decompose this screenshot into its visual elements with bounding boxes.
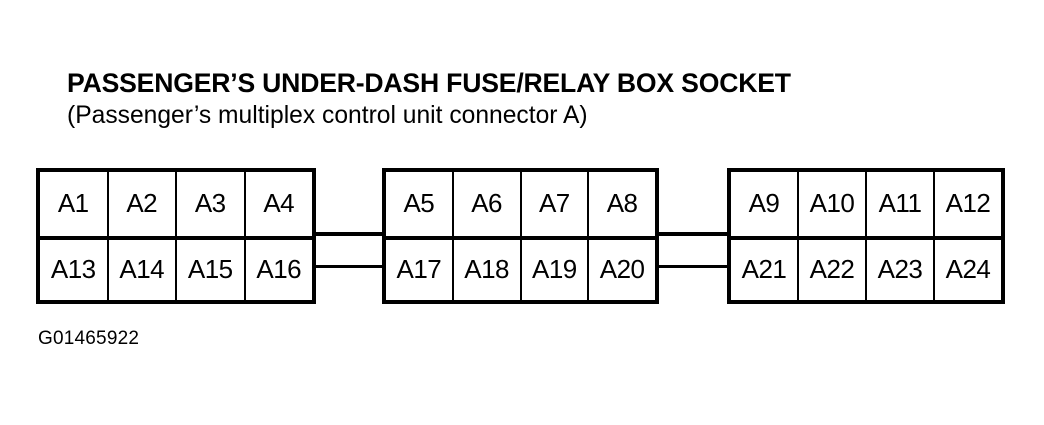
socket-cell-a3[interactable]: A3 xyxy=(175,172,244,236)
socket-cell-a13[interactable]: A13 xyxy=(40,240,107,300)
connector-block-3[interactable]: A9 A10 A11 A12 A21 A22 A23 A24 xyxy=(727,168,1005,304)
socket-cell-a4[interactable]: A4 xyxy=(243,172,312,236)
socket-cell-a8[interactable]: A8 xyxy=(587,172,655,236)
page-title: PASSENGER’S UNDER-DASH FUSE/RELAY BOX SO… xyxy=(67,68,791,98)
socket-cell-a20[interactable]: A20 xyxy=(587,240,655,300)
socket-cell-a1[interactable]: A1 xyxy=(40,172,107,236)
connector-block-3-top-row: A9 A10 A11 A12 xyxy=(731,172,1001,236)
socket-cell-a24[interactable]: A24 xyxy=(933,240,1001,300)
socket-cell-a14[interactable]: A14 xyxy=(106,240,175,300)
connector-block-1-bottom-row: A13 A14 A15 A16 xyxy=(40,236,312,300)
socket-cell-a11[interactable]: A11 xyxy=(865,172,933,236)
socket-cell-a6[interactable]: A6 xyxy=(451,172,520,236)
connector-block-2-top-row: A5 A6 A7 A8 xyxy=(386,172,655,236)
connector-block-1-top-row: A1 A2 A3 A4 xyxy=(40,172,312,236)
socket-cell-a22[interactable]: A22 xyxy=(797,240,865,300)
socket-cell-a10[interactable]: A10 xyxy=(797,172,865,236)
socket-cell-a19[interactable]: A19 xyxy=(519,240,588,300)
bridge-1-lower-line xyxy=(300,265,396,268)
socket-cell-a2[interactable]: A2 xyxy=(106,172,175,236)
page-subtitle: (Passenger’s multiplex control unit conn… xyxy=(67,101,588,129)
connector-block-3-bottom-row: A21 A22 A23 A24 xyxy=(731,236,1001,300)
title-block: PASSENGER’S UNDER-DASH FUSE/RELAY BOX SO… xyxy=(67,68,1007,130)
connector-block-2-bottom-row: A17 A18 A19 A20 xyxy=(386,236,655,300)
connector-block-2[interactable]: A5 A6 A7 A8 A17 A18 A19 A20 xyxy=(382,168,659,304)
connector-block-1[interactable]: A1 A2 A3 A4 A13 A14 A15 A16 xyxy=(36,168,316,304)
socket-cell-a9[interactable]: A9 xyxy=(731,172,797,236)
socket-cell-a21[interactable]: A21 xyxy=(731,240,797,300)
socket-cell-a12[interactable]: A12 xyxy=(933,172,1001,236)
bridge-2-lower-line xyxy=(645,265,741,268)
socket-cell-a17[interactable]: A17 xyxy=(386,240,452,300)
figure-caption: G01465922 xyxy=(38,328,140,349)
socket-cell-a16[interactable]: A16 xyxy=(243,240,312,300)
bridge-1-upper-line xyxy=(300,232,396,236)
socket-cell-a15[interactable]: A15 xyxy=(175,240,244,300)
bridge-2-upper-line xyxy=(645,232,741,236)
socket-cell-a5[interactable]: A5 xyxy=(386,172,452,236)
socket-cell-a23[interactable]: A23 xyxy=(865,240,933,300)
socket-cell-a7[interactable]: A7 xyxy=(519,172,588,236)
socket-cell-a18[interactable]: A18 xyxy=(451,240,520,300)
